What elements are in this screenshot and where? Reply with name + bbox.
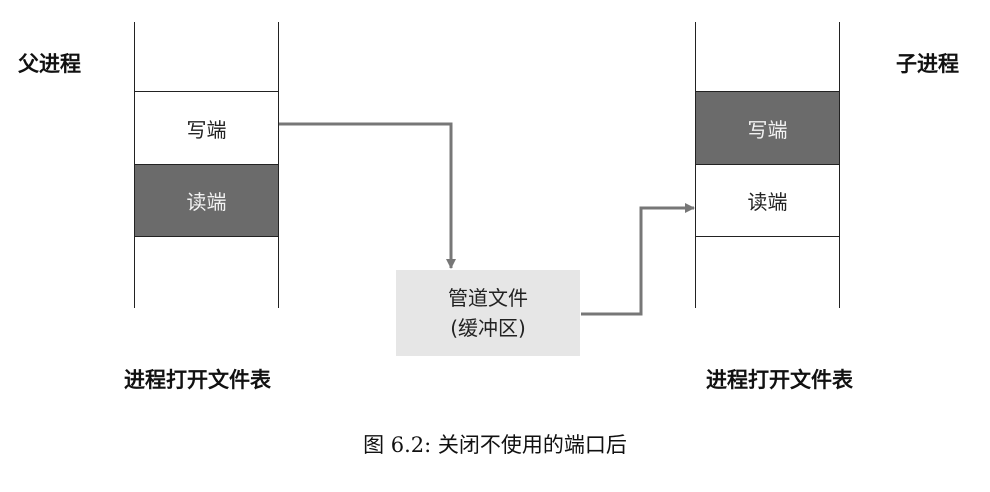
- parent-table-left-border: [134, 22, 135, 308]
- child-table-label: 进程打开文件表: [706, 368, 853, 392]
- child-table-right-border: [839, 22, 840, 308]
- parent-table-label: 进程打开文件表: [124, 368, 271, 392]
- child-write-end: 写端: [696, 92, 839, 164]
- child-read-end: 读端: [696, 165, 839, 236]
- pipe-to-read-arrow: [581, 203, 695, 316]
- parent-process-title: 父进程: [18, 52, 81, 76]
- parent-table-divider: [134, 91, 279, 92]
- figure-caption: 图 6.2: 关闭不使用的端口后: [363, 433, 627, 457]
- child-table-left-border: [695, 22, 696, 308]
- pipe-buffer: 管道文件 (缓冲区): [396, 270, 580, 356]
- parent-table-divider: [134, 164, 279, 165]
- child-process-title: 子进程: [896, 52, 959, 76]
- child-table-divider: [695, 91, 840, 92]
- child-table-divider: [695, 164, 840, 165]
- pipe-buffer-subtitle: (缓冲区): [450, 316, 526, 340]
- parent-table-divider: [134, 236, 279, 237]
- parent-table-right-border: [278, 22, 279, 308]
- parent-write-end: 写端: [135, 92, 278, 164]
- write-to-pipe-arrow: [279, 122, 456, 269]
- parent-read-end: 读端: [135, 164, 278, 236]
- child-table-divider: [695, 236, 840, 237]
- pipe-buffer-title: 管道文件: [448, 286, 528, 310]
